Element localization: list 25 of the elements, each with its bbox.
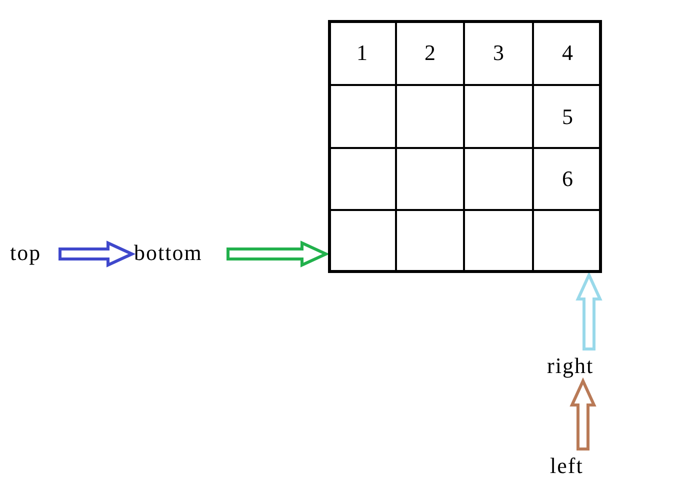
grid-cell [396,148,464,210]
grid-cell: 1 [328,20,396,85]
grid-cell [464,85,533,148]
grid-cell [328,85,396,148]
grid-cell [328,148,396,210]
grid-cell: 2 [396,20,464,85]
grid-cell: 4 [533,20,602,85]
word-label: left [550,453,610,479]
grid-cell [396,210,464,273]
hollow-arrow [226,240,330,268]
grid-cell: 5 [533,85,602,148]
grid-cell: 3 [464,20,533,85]
grid-table [328,20,602,273]
word-label: top [10,240,58,266]
word-label: right [547,353,625,379]
grid-cell [533,210,602,273]
grid-cell [464,148,533,210]
hollow-arrow [58,240,136,268]
grid-cell [328,210,396,273]
grid-cell [396,85,464,148]
hollow-arrow [570,377,596,450]
grid-cell [464,210,533,273]
grid-cell: 6 [533,148,602,210]
word-label: bottom [134,240,226,266]
hollow-arrow [576,271,602,350]
